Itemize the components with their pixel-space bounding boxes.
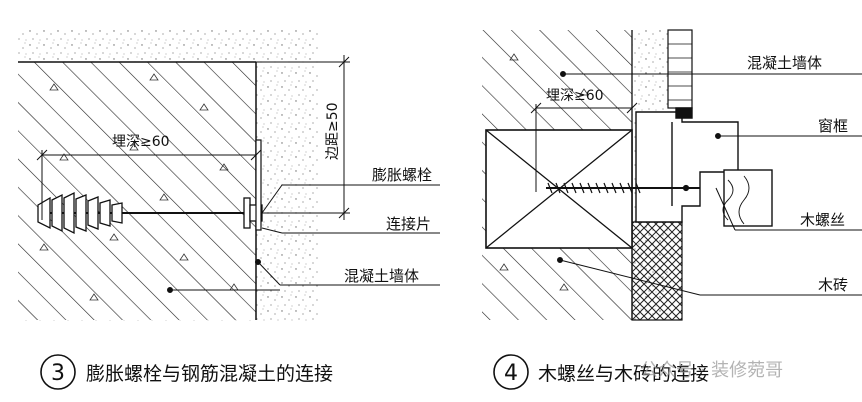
wood-screw-shape (546, 182, 700, 194)
right-figure: 埋深≥60 混凝土墙体 窗框 木螺丝 木砖 4 木螺丝与木砖的连接 (482, 29, 862, 390)
left-caption-number-circle (40, 354, 76, 390)
right-base-crosshatch (631, 221, 683, 321)
label-concrete-wall-left: 混凝土墙体 (344, 267, 419, 285)
label-concrete-wall-right: 混凝土墙体 (747, 54, 822, 72)
watermark-text: 公众号 · 装修菀哥 (640, 360, 783, 381)
left-caption-text: 膨胀螺栓与钢筋混凝土的连接 (86, 363, 333, 385)
label-connector-plate: 连接片 (386, 215, 431, 233)
right-embed-depth-dimension (530, 102, 638, 192)
label-expansion-bolt: 膨胀螺栓 (372, 166, 432, 184)
connector-plate-shape (255, 139, 262, 231)
edge-distance-label: 边距≥50 (325, 102, 341, 160)
expansion-bolt-shape (37, 191, 263, 235)
left-embed-depth-dimension (36, 149, 262, 220)
left-leader-lines (167, 184, 440, 293)
right-embed-depth-label: 埋深≥60 (546, 88, 604, 104)
concrete-aggregate-marks (39, 73, 239, 301)
label-wood-screw: 木螺丝 (800, 211, 845, 229)
window-frame-shape (635, 107, 773, 227)
left-caption-number: 3 (51, 361, 65, 386)
left-figure: 埋深≥60 边距≥50 膨胀螺栓 连接片 混凝土墙体 3 膨胀螺栓与钢筋混凝土的… (18, 30, 440, 390)
right-caption-number: 4 (504, 361, 518, 386)
right-caption-number-circle (493, 354, 529, 390)
label-window-frame: 窗框 (818, 117, 848, 135)
right-wall-strip (667, 29, 693, 109)
right-leader-lines (557, 71, 862, 296)
label-wood-brick: 木砖 (818, 276, 848, 294)
edge-distance-dimension (256, 55, 350, 220)
left-embed-depth-label: 埋深≥60 (112, 134, 170, 150)
right-caption-text: 木螺丝与木砖的连接 (538, 363, 709, 385)
